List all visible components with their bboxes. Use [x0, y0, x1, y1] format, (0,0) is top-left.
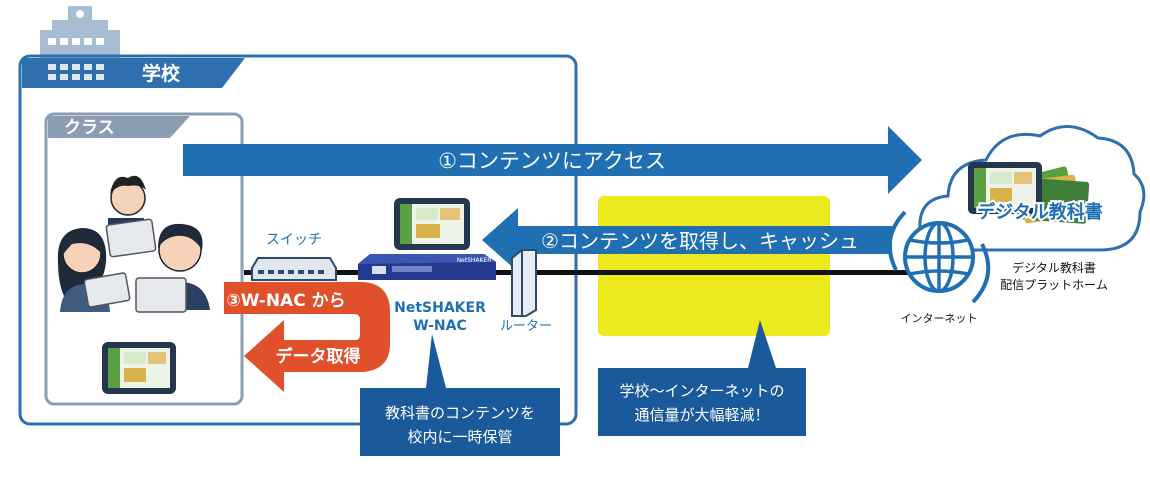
access-arrow [183, 126, 922, 194]
cloud-caption-1: デジタル教科書 [1012, 260, 1096, 275]
class-frame [44, 112, 244, 406]
student-boy-icon [135, 223, 210, 313]
fetch-cache-arrow [482, 208, 892, 272]
traffic-callout-line-1: 学校〜インターネットの [619, 382, 784, 400]
traffic-highlight [598, 196, 830, 336]
school-header [22, 58, 245, 88]
netshaker-label-1: NetSHAKER [394, 300, 486, 316]
switch-label: スイッチ [266, 232, 322, 248]
traffic-callout-line-2: 通信量が大幅軽減！ [634, 406, 769, 424]
cache-callout-line-1: 教科書のコンテンツを [385, 404, 535, 422]
router-icon [511, 249, 537, 317]
cache-callout-line-2: 校内に一時保管 [407, 428, 512, 446]
school-label: 学校 [142, 62, 181, 85]
tablet-icon-appliance [394, 198, 470, 250]
appliance-brand: NetSHAKER [457, 257, 492, 264]
data-get-label: データ取得 [276, 346, 361, 367]
netshaker-label-2: W-NAC [413, 318, 466, 334]
tablet-icon-cloud [968, 162, 1042, 214]
wnac-data-arrow [224, 282, 390, 392]
globe-icon [887, 210, 991, 304]
switch-icon [251, 257, 337, 281]
cache-callout [360, 334, 560, 456]
student-standing-icon [105, 175, 157, 258]
traffic-callout [598, 320, 806, 436]
fetch-cache-arrow-label: ②コンテンツを取得し、キャッシュ [541, 229, 859, 253]
cloud-caption-2: 配信プラットホーム [1000, 278, 1108, 292]
access-arrow-label: ①コンテンツにアクセス [438, 149, 666, 173]
internet-label: インターネット [901, 312, 978, 325]
tablet-icon-class [102, 342, 176, 394]
student-girl-icon [57, 228, 131, 312]
network-line [244, 270, 924, 275]
wnac-from-label: ③W-NAC から [226, 291, 345, 311]
router-label: ルーター [500, 319, 552, 334]
class-label: クラス [64, 118, 115, 138]
class-header [48, 116, 190, 138]
netshaker-appliance-icon [358, 254, 496, 280]
cloud-title: デジタル教科書 [977, 201, 1103, 223]
